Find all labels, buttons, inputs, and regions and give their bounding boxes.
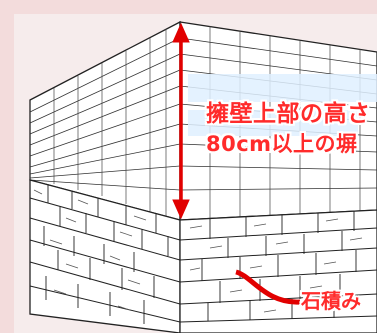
left-face-joints <box>53 29 167 216</box>
label-fence-height: 80cm以上の塀 <box>206 132 358 156</box>
retaining-wall-illustration: 擁壁上部の高さ 80cm以上の塀 <box>14 14 377 333</box>
wall-drawing <box>29 20 377 333</box>
stone-right-face <box>179 209 377 333</box>
label-box-2 <box>188 110 358 136</box>
stone-courses <box>29 197 377 323</box>
left-face-courses <box>29 37 181 191</box>
height-arrow-icon <box>172 22 190 220</box>
label-stone-masonry: 石積み <box>301 289 361 313</box>
callout-curve-icon <box>235 269 301 305</box>
label-wall-height: 擁壁上部の高さ <box>206 101 371 127</box>
label-box-1 <box>188 74 377 102</box>
stone-joints <box>43 185 357 324</box>
stone-hatching <box>33 189 363 313</box>
